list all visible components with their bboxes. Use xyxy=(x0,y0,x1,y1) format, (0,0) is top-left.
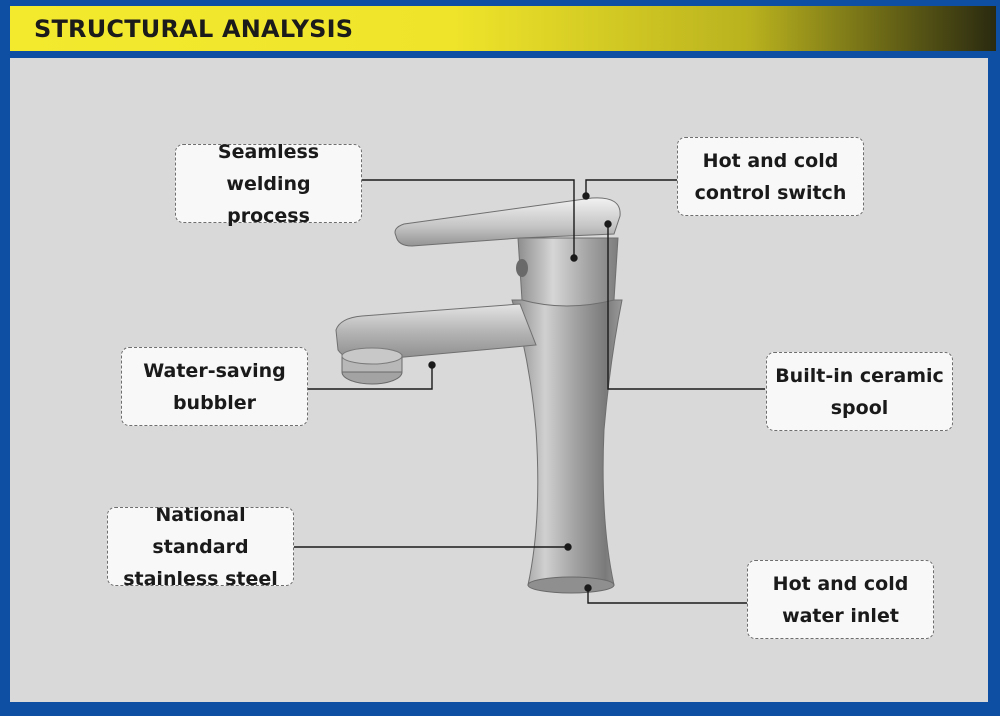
callout-water-inlet: Hot and cold water inlet xyxy=(747,560,934,639)
callout-line-2: stainless steel xyxy=(123,567,278,590)
header-bar: STRUCTURAL ANALYSIS xyxy=(10,6,996,51)
leader-seamless xyxy=(362,179,575,258)
faucet-base xyxy=(527,576,615,594)
callout-line-2: bubbler xyxy=(172,391,257,414)
leader-switch xyxy=(585,179,678,196)
callout-bubbler: Water-saving bubbler xyxy=(121,347,308,426)
callout-line-2: water inlet xyxy=(782,604,899,627)
callout-control-switch: Hot and cold control switch xyxy=(677,137,864,216)
callout-line-1: National standard xyxy=(152,503,249,558)
callout-line-1: Built-in ceramic xyxy=(775,364,944,387)
callout-line-2: spool xyxy=(830,396,889,419)
leader-spool xyxy=(607,224,765,390)
callout-line-2: control switch xyxy=(694,181,847,204)
control-cylinder xyxy=(517,237,619,307)
lever-handle xyxy=(394,197,621,247)
callout-line-1: Water-saving xyxy=(143,359,286,382)
leader-inlet xyxy=(587,588,748,604)
callout-line-2: process xyxy=(227,204,310,227)
leader-bubbler xyxy=(308,365,433,390)
callout-line-1: Hot and cold xyxy=(772,572,909,595)
callout-line-1: Hot and cold xyxy=(702,149,839,172)
faucet-icon xyxy=(335,197,623,594)
callout-stainless-steel: National standard stainless steel xyxy=(107,504,294,590)
leader-lines xyxy=(293,179,765,604)
callout-ceramic-spool: Built-in ceramic spool xyxy=(766,352,953,431)
callout-line-1: Seamless welding xyxy=(217,140,320,195)
callout-seamless-welding: Seamless welding process xyxy=(175,141,362,227)
page-title: STRUCTURAL ANALYSIS xyxy=(34,15,354,43)
